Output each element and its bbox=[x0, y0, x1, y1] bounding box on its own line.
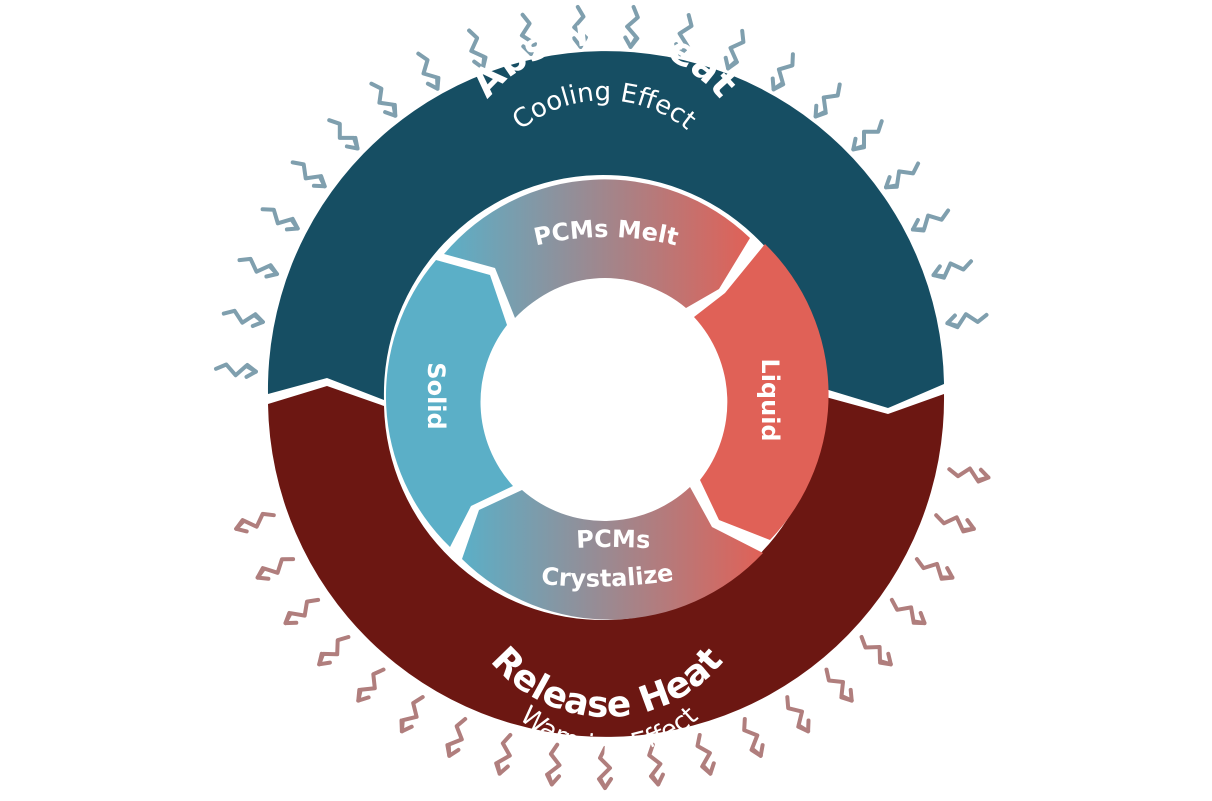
incoming-heat-arrowhead-18 bbox=[910, 218, 926, 233]
incoming-heat-arrowhead-13 bbox=[723, 55, 739, 71]
solid-label: Solid bbox=[422, 362, 450, 429]
incoming-heat-arrowhead-19 bbox=[931, 264, 946, 280]
incoming-heat-arrowhead-11 bbox=[623, 35, 640, 49]
outgoing-heat-arrowhead-1 bbox=[961, 518, 976, 534]
outgoing-heat-arrowhead-5 bbox=[839, 687, 854, 703]
outgoing-heat-arrowhead-18 bbox=[255, 566, 271, 581]
outgoing-heat-arrow-15 bbox=[356, 667, 386, 703]
release-heat-ring-band bbox=[268, 386, 945, 737]
incoming-heat-arrowhead-7 bbox=[425, 75, 441, 91]
incoming-heat-arrowhead-1 bbox=[250, 312, 265, 328]
cycle-ring bbox=[385, 179, 829, 620]
center-hole bbox=[487, 278, 723, 514]
outgoing-heat-arrow-5 bbox=[824, 667, 854, 703]
incoming-heat-arrow-5 bbox=[327, 118, 360, 151]
outgoing-heat-arrowhead-15 bbox=[356, 687, 371, 703]
outgoing-heat-arrows bbox=[234, 466, 991, 790]
incoming-heat-arrow-4 bbox=[290, 160, 327, 189]
incoming-heat-arrow-6 bbox=[369, 81, 398, 118]
outgoing-heat-arrowhead-8 bbox=[700, 761, 716, 776]
pcms-crystalize-segment bbox=[462, 487, 763, 620]
liquid-label: Liquid bbox=[756, 358, 784, 441]
incoming-heat-arrowhead-8 bbox=[472, 55, 488, 70]
outgoing-heat-arrowhead-16 bbox=[317, 651, 332, 667]
solid-segment bbox=[385, 260, 513, 547]
outgoing-heat-arrowhead-10 bbox=[597, 777, 613, 790]
outgoing-heat-arrowhead-19 bbox=[234, 518, 249, 534]
outgoing-heat-arrowhead-11 bbox=[545, 772, 561, 787]
outgoing-heat-arrowhead-0 bbox=[976, 467, 991, 484]
incoming-heat-arrowhead-20 bbox=[945, 313, 960, 330]
incoming-heat-arrowhead-17 bbox=[884, 175, 899, 190]
liquid-segment bbox=[694, 244, 829, 540]
incoming-heat-arrowhead-14 bbox=[770, 76, 786, 92]
incoming-heat-arrowhead-16 bbox=[851, 136, 866, 152]
outgoing-heat-arrowhead-9 bbox=[649, 772, 665, 787]
incoming-heat-arrows bbox=[214, 5, 989, 379]
incoming-heat-arrowhead-9 bbox=[521, 41, 537, 56]
incoming-heat-arrowhead-6 bbox=[383, 102, 398, 118]
incoming-heat-arrowhead-3 bbox=[284, 216, 300, 232]
absorb-heat-ring-band bbox=[267, 51, 944, 409]
incoming-heat-arrow-15 bbox=[813, 82, 842, 119]
incoming-heat-arrow-16 bbox=[851, 119, 884, 152]
outgoing-heat-arrowhead-2 bbox=[939, 566, 955, 581]
incoming-heat-arrowhead-5 bbox=[344, 135, 360, 151]
incoming-heat-arrowhead-15 bbox=[813, 103, 828, 119]
outgoing-heat-arrowhead-3 bbox=[911, 611, 927, 626]
incoming-heat-arrow-17 bbox=[884, 161, 921, 190]
outgoing-heat-arrowhead-14 bbox=[399, 718, 414, 734]
outgoing-heat-arrowhead-12 bbox=[494, 761, 510, 776]
pcms-crystalize-label-line1: PCMs bbox=[576, 525, 652, 554]
outgoing-heat-arrowhead-7 bbox=[749, 743, 765, 758]
incoming-heat-arrowhead-2 bbox=[264, 263, 279, 279]
pcms-melt-segment bbox=[444, 179, 750, 318]
outgoing-heat-arrow-16 bbox=[317, 635, 351, 667]
outgoing-heat-arrow-4 bbox=[859, 635, 893, 667]
outgoing-heat-arrowhead-17 bbox=[283, 611, 299, 626]
incoming-heat-arrowhead-4 bbox=[311, 174, 327, 189]
incoming-heat-arrowhead-0 bbox=[244, 363, 258, 379]
outgoing-heat-arrowhead-4 bbox=[878, 651, 893, 667]
outgoing-heat-arrowhead-13 bbox=[445, 743, 461, 758]
incoming-heat-arrowhead-12 bbox=[674, 42, 690, 57]
outgoing-heat-arrowhead-6 bbox=[796, 718, 811, 734]
incoming-heat-arrowhead-10 bbox=[572, 35, 588, 49]
